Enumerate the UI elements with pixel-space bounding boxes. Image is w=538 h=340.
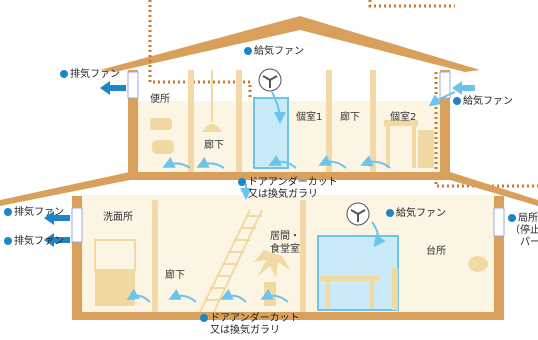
lower-left-wall xyxy=(72,196,82,316)
floor-slab xyxy=(0,172,538,206)
exhaust-arrowhead-lower-left-2 xyxy=(44,233,54,247)
exhaust-fan-lower-left-2-label: 排気ファン xyxy=(4,236,64,248)
label-text: 排気ファン xyxy=(14,207,64,218)
room-private-1: 個室1 xyxy=(296,112,323,123)
dining-set xyxy=(300,268,398,310)
attic-duct-right xyxy=(368,0,455,8)
airflow-arrows xyxy=(126,91,456,303)
room-living-dining: 居間・ 食堂室 xyxy=(270,230,300,256)
lower-partition-1 xyxy=(152,200,158,312)
room-kitchen: 台所 xyxy=(426,246,446,257)
label-text: 排気ファン xyxy=(70,69,120,80)
fan-icon-lower-left xyxy=(71,207,83,243)
upper-right-wall xyxy=(440,70,450,174)
roof xyxy=(100,16,480,72)
local-fan-partial-label: 局所 （停止 パー xyxy=(508,213,538,249)
label-text: パー xyxy=(520,237,538,248)
room-private-2: 個室2 xyxy=(390,112,417,123)
lower-partition-2 xyxy=(300,200,306,312)
label-text: （停止 xyxy=(510,225,538,236)
label-text: 又は換気ガラリ xyxy=(210,325,280,336)
fan-icon-living xyxy=(346,202,370,226)
label-text: 給気ファン xyxy=(254,46,304,57)
label-text: 排気ファン xyxy=(14,236,64,247)
desk xyxy=(384,120,434,168)
washbasin xyxy=(94,239,136,306)
lower-right-wall xyxy=(494,196,504,316)
living-window xyxy=(317,235,399,311)
marker-dot-icon xyxy=(200,314,208,322)
label-text: 又は換気ガラリ xyxy=(248,189,318,200)
supply-fan-roof-label: 給気ファン xyxy=(244,46,304,58)
fan-icon-lower-right xyxy=(493,207,505,237)
room-hallway-upper: 廊下 xyxy=(204,140,224,151)
ground-slab xyxy=(72,312,504,320)
exhaust-fan-lower-left-1-label: 排気ファン xyxy=(4,207,64,219)
toilet-fixture xyxy=(150,118,174,154)
marker-dot-icon xyxy=(4,208,12,216)
outer-duct xyxy=(434,72,538,188)
label-text: 局所 xyxy=(518,213,538,224)
kettle xyxy=(468,256,488,272)
fan-icon-roof xyxy=(258,68,282,92)
pendant-lamp xyxy=(202,70,222,132)
marker-dot-icon xyxy=(4,237,12,245)
room-hallway-mid: 廊下 xyxy=(340,112,360,123)
supply-arrowhead-right xyxy=(452,81,462,95)
upper-partition-3 xyxy=(326,70,332,172)
marker-dot-icon xyxy=(508,214,516,222)
exhaust-arrowhead-lower-left-1 xyxy=(44,211,54,225)
marker-dot-icon xyxy=(238,178,246,186)
label-text: ドアアンダーカット xyxy=(210,313,300,324)
room-washroom: 洗面所 xyxy=(103,212,133,223)
exhaust-arrowhead-upper-left xyxy=(100,81,110,95)
upper-left-wall xyxy=(128,70,138,174)
room-toilet: 便所 xyxy=(150,94,170,105)
label-text: 居間・ xyxy=(270,231,300,242)
upper-partition-4 xyxy=(370,70,376,172)
private-room-1-door xyxy=(253,97,289,169)
label-text: ドアアンダーカット xyxy=(248,177,338,188)
marker-dot-icon xyxy=(244,47,252,55)
supply-fan-living-label: 給気ファン xyxy=(386,208,446,220)
label-text: 給気ファン xyxy=(463,96,513,107)
attic-duct-left xyxy=(148,0,252,100)
exhaust-fan-upper-left-label: 排気ファン xyxy=(60,69,120,81)
marker-dot-icon xyxy=(453,97,461,105)
marker-dot-icon xyxy=(60,70,68,78)
fan-icon-upper-left xyxy=(127,71,139,99)
label-text: 給気ファン xyxy=(396,208,446,219)
upper-partition-1 xyxy=(188,70,194,172)
upper-partition-2 xyxy=(236,70,242,172)
door-undercut-upper-label: ドアアンダーカット 又は換気ガラリ xyxy=(238,177,338,201)
label-text: 食堂室 xyxy=(270,244,300,255)
fan-icon-upper-right xyxy=(439,71,451,99)
supply-fan-right-label: 給気ファン xyxy=(453,96,513,108)
room-hallway-lower: 廊下 xyxy=(165,270,185,281)
marker-dot-icon xyxy=(386,209,394,217)
door-undercut-lower-label: ドアアンダーカット 又は換気ガラリ xyxy=(200,313,300,337)
